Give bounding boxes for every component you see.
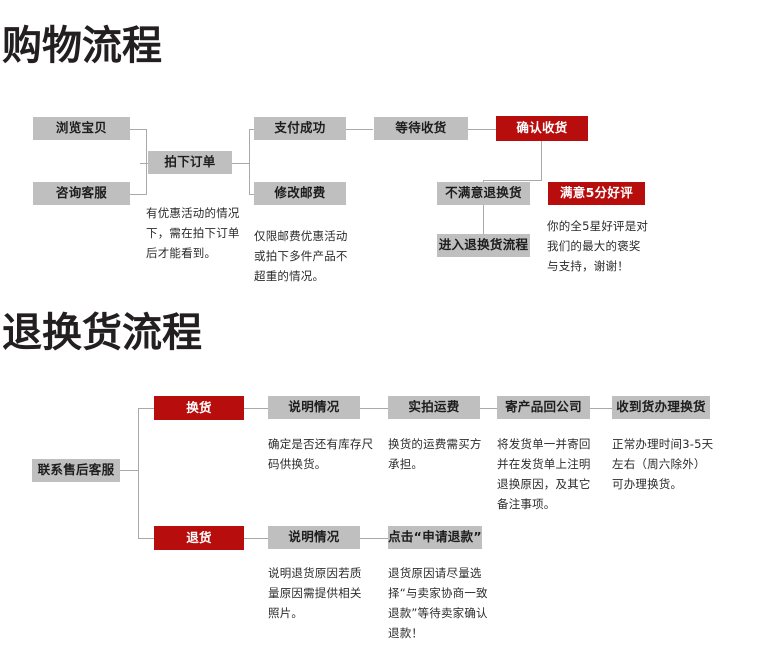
connector-await-delivery-to-confirm-receipt — [468, 129, 496, 130]
note-place-order: 有优惠活动的情况下，需在拍下订单后才能看到。 — [146, 206, 240, 261]
box-browse-product[interactable]: 浏览宝贝 — [33, 117, 130, 140]
box-real-shipping-fee[interactable]: 实拍运费 — [388, 396, 480, 419]
box-receive-and-process-exchange[interactable]: 收到货办理换货 — [612, 396, 710, 419]
box-await-delivery[interactable]: 等待收货 — [374, 117, 468, 140]
box-contact-after-sales-service[interactable]: 联系售后客服 — [32, 459, 120, 482]
connector-send-back-to-receive — [590, 408, 612, 409]
box-modify-shipping-fee[interactable]: 修改邮费 — [254, 182, 346, 205]
box-refund-explain-situation[interactable]: 说明情况 — [268, 526, 360, 549]
box-satisfied-five-star-review[interactable]: 满意5分好评 — [548, 182, 645, 205]
connector-bracket-to-refund — [138, 538, 154, 539]
connector-bottom-bracket-vertical — [138, 408, 139, 538]
note-refund-explain: 说明退货原因若质量原因需提供相关照片。 — [268, 566, 362, 621]
box-confirm-receipt[interactable]: 确认收货 — [496, 116, 588, 141]
box-consult-customer-service[interactable]: 咨询客服 — [33, 182, 130, 205]
note-exchange-explain: 确定是否还有库存尺码供换货。 — [268, 437, 374, 472]
box-refund[interactable]: 退货 — [154, 526, 244, 550]
note-send-product-back: 将发货单一并寄回并在发货单上注明退换原因，及其它备注事项。 — [497, 437, 591, 512]
connector-left-bracket-vertical — [146, 129, 147, 195]
box-exchange-explain-situation[interactable]: 说明情况 — [268, 396, 360, 419]
connector-dissatisfied-to-enter-return-flow — [483, 205, 484, 234]
box-dissatisfied-return-exchange[interactable]: 不满意退换货 — [437, 182, 530, 205]
note-five-star-praise: 你的全5星好评是对我们的最大的褒奖与支持，谢谢！ — [547, 219, 649, 274]
connector-shipping-fee-to-send-back — [480, 408, 497, 409]
connector-split-to-dissatisfied — [483, 180, 484, 183]
connector-refund-explain-to-apply — [360, 538, 388, 539]
connector-contact-service-to-bracket — [120, 470, 138, 471]
note-receive-and-process-exchange: 正常办理时间3-5天左右（周六除外）可办理换货。 — [612, 437, 714, 492]
note-click-apply-refund: 退货原因请尽量选择“与卖家协商一致退款”等待卖家确认退款！ — [388, 566, 488, 641]
box-exchange[interactable]: 换货 — [154, 396, 244, 420]
box-click-apply-refund[interactable]: 点击“申请退款” — [388, 526, 482, 549]
box-send-product-back-to-company[interactable]: 寄产品回公司 — [497, 396, 590, 419]
connector-exchange-to-explain — [243, 408, 268, 409]
connector-consult-to-bracket — [130, 194, 146, 195]
connector-bracket-to-pay-success — [249, 129, 255, 130]
connector-bracket-to-place-order — [140, 163, 149, 164]
connector-confirm-receipt-down — [541, 141, 542, 181]
connector-pay-success-to-await-delivery — [345, 129, 373, 130]
box-place-order[interactable]: 拍下订单 — [148, 151, 232, 174]
connector-confirm-split-horizontal — [483, 180, 542, 181]
connector-refund-to-explain — [243, 538, 268, 539]
connector-browse-to-bracket — [130, 129, 146, 130]
section-title-return-exchange-flow: 退换货流程 — [2, 310, 202, 356]
connector-explain-to-shipping-fee — [360, 408, 388, 409]
note-real-shipping-fee: 换货的运费需买方承担。 — [388, 437, 482, 472]
box-enter-return-exchange-flow[interactable]: 进入退换货流程 — [437, 234, 530, 257]
section-title-shopping-flow: 购物流程 — [2, 23, 162, 69]
box-payment-success[interactable]: 支付成功 — [254, 117, 346, 140]
connector-bracket-to-modify-shipping — [249, 194, 255, 195]
connector-place-order-to-bracket — [232, 163, 250, 164]
connector-bracket-to-exchange — [138, 408, 154, 409]
connector-right-bracket-vertical — [249, 129, 250, 195]
note-modify-shipping-fee: 仅限邮费优惠活动或拍下多件产品不超重的情况。 — [254, 229, 348, 284]
